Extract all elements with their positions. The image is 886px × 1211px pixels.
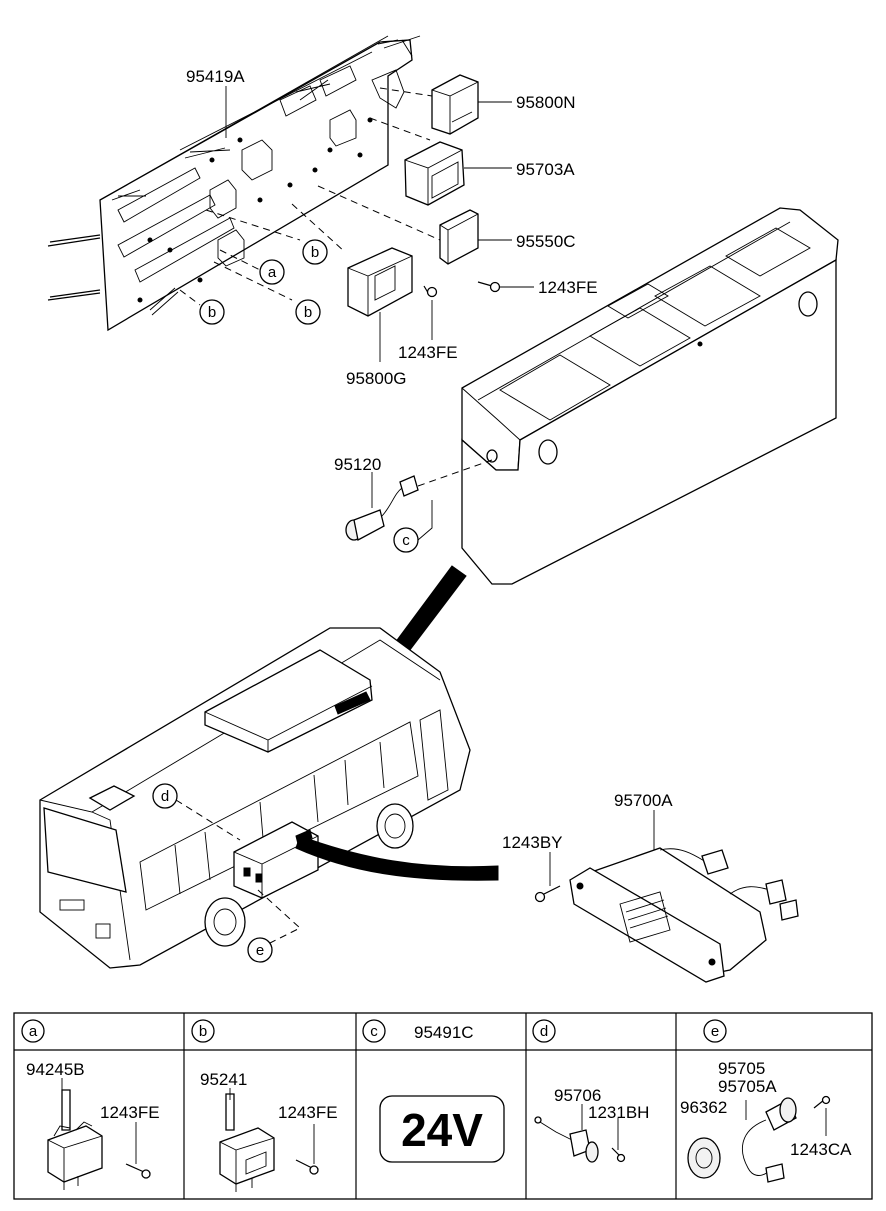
- cell-a-screw-label: 1243FE: [100, 1103, 160, 1122]
- label-control-unit-a: 95703A: [516, 160, 575, 179]
- cell-d-socket-drawing: [534, 1104, 626, 1163]
- cell-d-socket-label: 95706: [554, 1086, 601, 1105]
- label-control-module: 95550C: [516, 232, 576, 251]
- callout-d: d: [152, 783, 178, 809]
- svg-text:b: b: [311, 244, 319, 261]
- svg-text:a: a: [268, 264, 277, 281]
- label-screw-module: 1243FE: [538, 278, 598, 297]
- cell-e-ring-label: 96362: [680, 1098, 727, 1117]
- svg-text:e: e: [711, 1023, 719, 1040]
- table-header-a: a: [21, 1019, 45, 1043]
- cell-b-screw-label: 1243FE: [278, 1103, 338, 1122]
- unit-g-drawing: [347, 247, 413, 317]
- callout-a: a: [259, 259, 285, 285]
- cell-d-screw-label: 1231BH: [588, 1103, 649, 1122]
- cell-a-relay-label: 94245B: [26, 1060, 85, 1079]
- cell-a-relay-drawing: [47, 1078, 151, 1190]
- svg-text:b: b: [199, 1023, 207, 1040]
- control-unit-a-drawing: [404, 141, 465, 206]
- cell-e-screw-label: 1243CA: [790, 1140, 852, 1159]
- control-module-drawing: [439, 209, 479, 265]
- cell-b-relay-drawing: [219, 1088, 319, 1192]
- screw-1243fe-b: [423, 285, 438, 298]
- svg-text:d: d: [161, 788, 169, 805]
- callout-b-upper: b: [302, 239, 328, 265]
- svg-text:b: b: [208, 304, 216, 321]
- svg-text:e: e: [256, 942, 264, 959]
- label-flasher-unit: 95800N: [516, 93, 576, 112]
- roof-console-drawing: [461, 207, 839, 585]
- screw-1243fe-a: [477, 281, 501, 293]
- callout-e: e: [247, 937, 273, 963]
- relay-panel-drawing: [47, 35, 421, 332]
- svg-text:c: c: [402, 532, 410, 549]
- label-screw-unit-g: 1243FE: [398, 343, 458, 362]
- voltage-label: 24V: [401, 1104, 483, 1156]
- lamp-assembly-drawing: [569, 847, 799, 983]
- svg-text:c: c: [370, 1023, 378, 1040]
- table-header-c-part: 95491C: [414, 1023, 474, 1042]
- table-header-e: e: [703, 1019, 727, 1043]
- cell-e-parts-drawing: [687, 1095, 831, 1183]
- label-unit-g: 95800G: [346, 369, 407, 388]
- flasher-unit-drawing: [431, 74, 479, 135]
- switch-connector-drawing: [345, 459, 493, 541]
- callout-c: c: [393, 527, 419, 553]
- svg-text:b: b: [304, 304, 312, 321]
- label-relay-panel: 95419A: [186, 67, 245, 86]
- cell-c-voltage-sticker: 24V: [379, 1095, 505, 1163]
- label-lamp-assembly: 95700A: [614, 791, 673, 810]
- table-header-c: c 95491C: [362, 1019, 474, 1043]
- lamp-screw-drawing: [534, 885, 561, 903]
- svg-text:d: d: [540, 1023, 548, 1040]
- cell-e-part2-label: 95705A: [718, 1077, 777, 1096]
- cell-e-part1-label: 95705: [718, 1059, 765, 1078]
- label-switch-connector: 95120: [334, 455, 381, 474]
- pointer-wedge-lamp: [295, 835, 499, 881]
- callout-b-right: b: [295, 299, 321, 325]
- label-lamp-screw: 1243BY: [502, 833, 563, 852]
- table-header-d: d: [532, 1019, 556, 1043]
- callout-b-left: b: [199, 299, 225, 325]
- svg-text:a: a: [29, 1023, 38, 1040]
- panel-holes: [137, 117, 373, 303]
- table-header-b: b: [191, 1019, 215, 1043]
- bus-drawing: [39, 627, 471, 969]
- cell-b-relay-label: 95241: [200, 1070, 247, 1089]
